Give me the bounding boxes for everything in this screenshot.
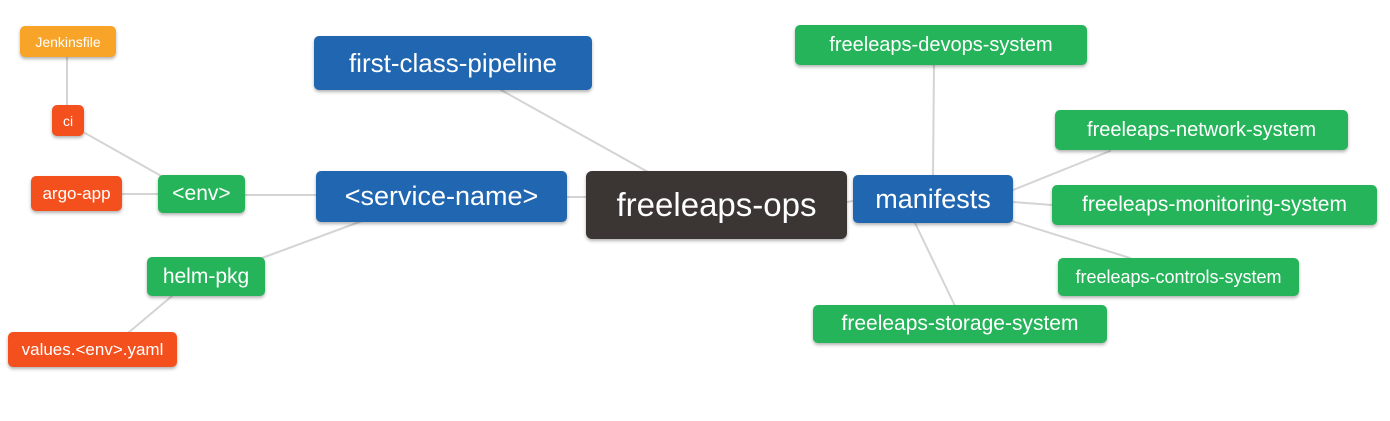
node-ci[interactable]: ci — [52, 105, 84, 136]
edge-root-manifests — [846, 200, 854, 203]
node-freeleaps-storage-system[interactable]: freeleaps-storage-system — [813, 305, 1107, 343]
edge-values-helm-pkg — [127, 295, 173, 334]
node-freeleaps-controls-system[interactable]: freeleaps-controls-system — [1058, 258, 1299, 296]
edge-helm-pkg-service-name — [261, 220, 363, 259]
node-values-env-yaml[interactable]: values.<env>.yaml — [8, 332, 177, 367]
edge-manifests-devops — [932, 64, 935, 176]
node-freeleaps-ops-root[interactable]: freeleaps-ops — [586, 171, 847, 239]
node-jenkinsfile[interactable]: Jenkinsfile — [20, 26, 116, 57]
node-freeleaps-devops-system[interactable]: freeleaps-devops-system — [795, 25, 1087, 65]
node-manifests[interactable]: manifests — [853, 175, 1013, 223]
node-freeleaps-network-system[interactable]: freeleaps-network-system — [1055, 110, 1348, 150]
node-env[interactable]: <env> — [158, 175, 245, 213]
node-argo-app[interactable]: argo-app — [31, 176, 122, 211]
node-freeleaps-monitoring-system[interactable]: freeleaps-monitoring-system — [1052, 185, 1377, 225]
node-first-class-pipeline[interactable]: first-class-pipeline — [314, 36, 592, 90]
edge-ci-env — [84, 132, 164, 178]
edge-manifests-storage — [914, 222, 956, 307]
edge-manifests-monitoring — [1012, 201, 1053, 206]
edge-manifests-controls — [1011, 220, 1131, 259]
node-helm-pkg[interactable]: helm-pkg — [147, 257, 265, 296]
edge-pipeline-root — [500, 89, 649, 173]
edge-manifests-network — [1012, 150, 1111, 191]
node-service-name[interactable]: <service-name> — [316, 171, 567, 222]
